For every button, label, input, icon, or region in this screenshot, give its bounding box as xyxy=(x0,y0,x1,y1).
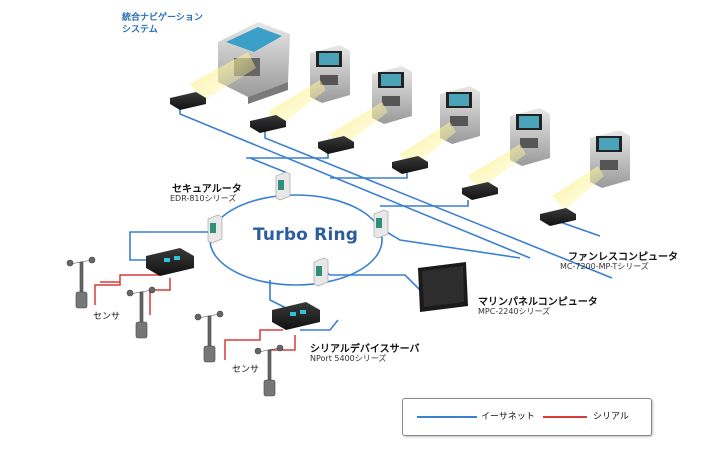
legend-ethernet-label: イーサネット xyxy=(481,412,535,422)
serial-server-icon xyxy=(272,302,320,330)
switch-icon xyxy=(313,257,329,287)
beam xyxy=(468,144,526,190)
legend-serial-label: シリアル xyxy=(593,412,629,422)
computer-box-icon xyxy=(170,92,206,110)
secure-router-label: セキュアルータ xyxy=(172,184,242,195)
sensor-mast-icon xyxy=(126,286,156,339)
sensor-mast-icon xyxy=(194,310,224,363)
legend: イーサネット シリアル xyxy=(402,398,652,436)
sensor-mast-icon xyxy=(66,256,96,309)
fanless-computer-label: ファンレスコンピュータ xyxy=(568,252,678,263)
computer-box-icon xyxy=(540,208,576,226)
beam xyxy=(268,80,326,126)
beam xyxy=(400,122,456,168)
turbo-ring-label: Turbo Ring xyxy=(253,225,359,245)
router-icon xyxy=(207,214,223,244)
computer-box-icon xyxy=(250,115,286,133)
sensor-label-1: センサ xyxy=(93,312,121,322)
serial-server-icon xyxy=(146,248,194,276)
computer-box-icon xyxy=(392,156,428,174)
panel-pc-icon xyxy=(418,262,468,312)
serial-server-label: シリアルデバイスサーバ xyxy=(310,344,420,355)
consoles xyxy=(268,45,630,210)
beam xyxy=(552,166,604,210)
sensor-label-2: センサ xyxy=(232,365,260,375)
secure-router-model: EDR-810シリーズ xyxy=(170,194,237,203)
switch-icon xyxy=(275,171,291,201)
serial-links xyxy=(94,274,296,372)
beam xyxy=(190,52,256,100)
sensor-mast-icon xyxy=(254,344,284,397)
legend-serial-swatch xyxy=(543,416,587,418)
sensors xyxy=(66,256,284,397)
switch-icon xyxy=(373,209,389,239)
integrated-nav-label-line2: システム xyxy=(122,25,158,35)
fanless-computer-model: MC-7200-MP-Tシリーズ xyxy=(560,262,649,271)
computer-boxes xyxy=(170,92,576,226)
integrated-nav-label-line1: 統合ナビゲーション xyxy=(122,13,203,23)
ring-switches xyxy=(207,171,389,287)
marine-panel-model: MPC-2240シリーズ xyxy=(478,307,551,316)
computer-box-icon xyxy=(318,136,354,154)
legend-ethernet-swatch xyxy=(417,416,477,418)
computer-box-icon xyxy=(462,182,498,200)
serial-server-model: NPort 5400シリーズ xyxy=(310,354,387,363)
marine-panel-label: マリンパネルコンピュータ xyxy=(478,297,598,308)
